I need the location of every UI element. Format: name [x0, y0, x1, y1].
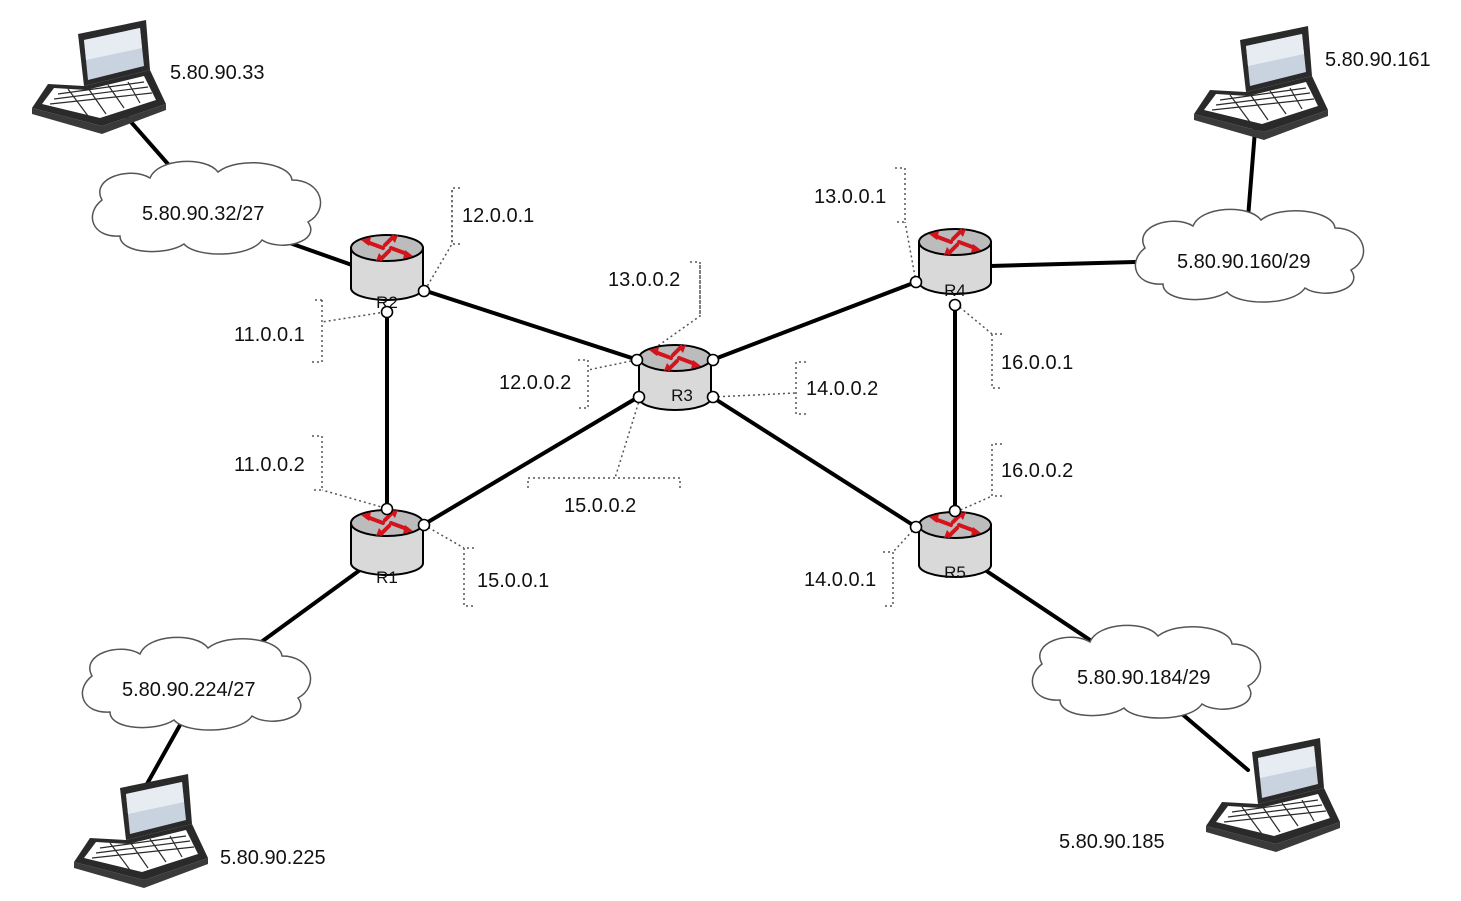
interface-ports [380, 275, 962, 534]
port-r4-r3 [909, 275, 923, 289]
laptop-icon-top-left [31, 19, 167, 135]
port-r2-r3 [417, 284, 431, 298]
network-label-bottom-right: 5.80.90.184/29 [1077, 667, 1210, 689]
router-label-r5: R5 [944, 563, 966, 582]
laptop-icon-top-right [1193, 25, 1329, 141]
cloud-icon-net-bottom-left [81, 636, 312, 731]
link-r5-net-bottom-right [983, 568, 1107, 652]
port-r3-r5 [706, 390, 720, 404]
router-label-r2: R2 [376, 293, 398, 312]
port-r1-r2 [380, 502, 394, 516]
ip-label-r2-r1: 11.0.0.1 [234, 324, 305, 346]
network-label-top-left: 5.80.90.32/27 [142, 203, 264, 225]
link-net-host-bottom-right [1173, 706, 1250, 772]
link-r3-r4 [710, 280, 918, 362]
ip-label-r3-r2: 12.0.0.2 [499, 372, 571, 394]
link-r2-r3 [421, 288, 640, 362]
laptop-icon-bottom-right [1205, 737, 1341, 853]
router-label-r3: R3 [671, 386, 693, 405]
link-r3-r5 [710, 395, 918, 529]
links [122, 112, 1258, 802]
ip-label-r5-r3: 14.0.0.1 [804, 569, 876, 591]
network-label-bottom-left: 5.80.90.224/27 [122, 679, 255, 701]
port-r3-r4 [706, 353, 720, 367]
laptop-icon-bottom-left [73, 773, 209, 889]
ip-label-r5-r4: 16.0.0.2 [1001, 460, 1073, 482]
ip-label-r1-r2: 11.0.0.2 [234, 454, 305, 476]
router-label-r1: R1 [376, 568, 398, 587]
ip-label-r3-r1: 15.0.0.2 [564, 495, 636, 517]
link-r4-net-top-right [988, 260, 1137, 268]
port-r4-r5 [948, 298, 962, 312]
ip-label-r3-r4: 13.0.0.2 [608, 269, 680, 291]
host-label-top-right: 5.80.90.161 [1325, 49, 1431, 71]
ip-label-r3-r5: 14.0.0.2 [806, 378, 878, 400]
network-label-top-right: 5.80.90.160/29 [1177, 251, 1310, 273]
router-icon-r1 [349, 508, 425, 577]
port-r3-r1 [632, 390, 646, 404]
port-r1-r3 [417, 518, 431, 532]
interface-leaders [312, 167, 1002, 607]
host-label-bottom-left: 5.80.90.225 [220, 847, 326, 869]
router-icon-r2 [349, 233, 425, 302]
ip-label-r4-r3: 13.0.0.1 [814, 186, 886, 208]
port-r3-r2 [630, 353, 644, 367]
port-r5-r3 [909, 520, 923, 534]
ip-label-r1-r3: 15.0.0.1 [477, 570, 549, 592]
ip-label-r2-r3: 12.0.0.1 [462, 205, 534, 227]
port-r5-r4 [948, 504, 962, 518]
cloud-icon-net-top-right [1134, 208, 1365, 303]
router-label-r4: R4 [944, 281, 966, 300]
ip-label-r4-r5: 16.0.0.1 [1001, 352, 1073, 374]
cloud-icon-net-bottom-right [1031, 624, 1262, 719]
host-label-bottom-right: 5.80.90.185 [1059, 831, 1165, 853]
cloud-icon-net-top-left [91, 160, 322, 255]
host-label-top-left: 5.80.90.33 [170, 62, 265, 84]
link-r1-r3 [421, 394, 642, 527]
port-r2-r1 [380, 305, 394, 319]
